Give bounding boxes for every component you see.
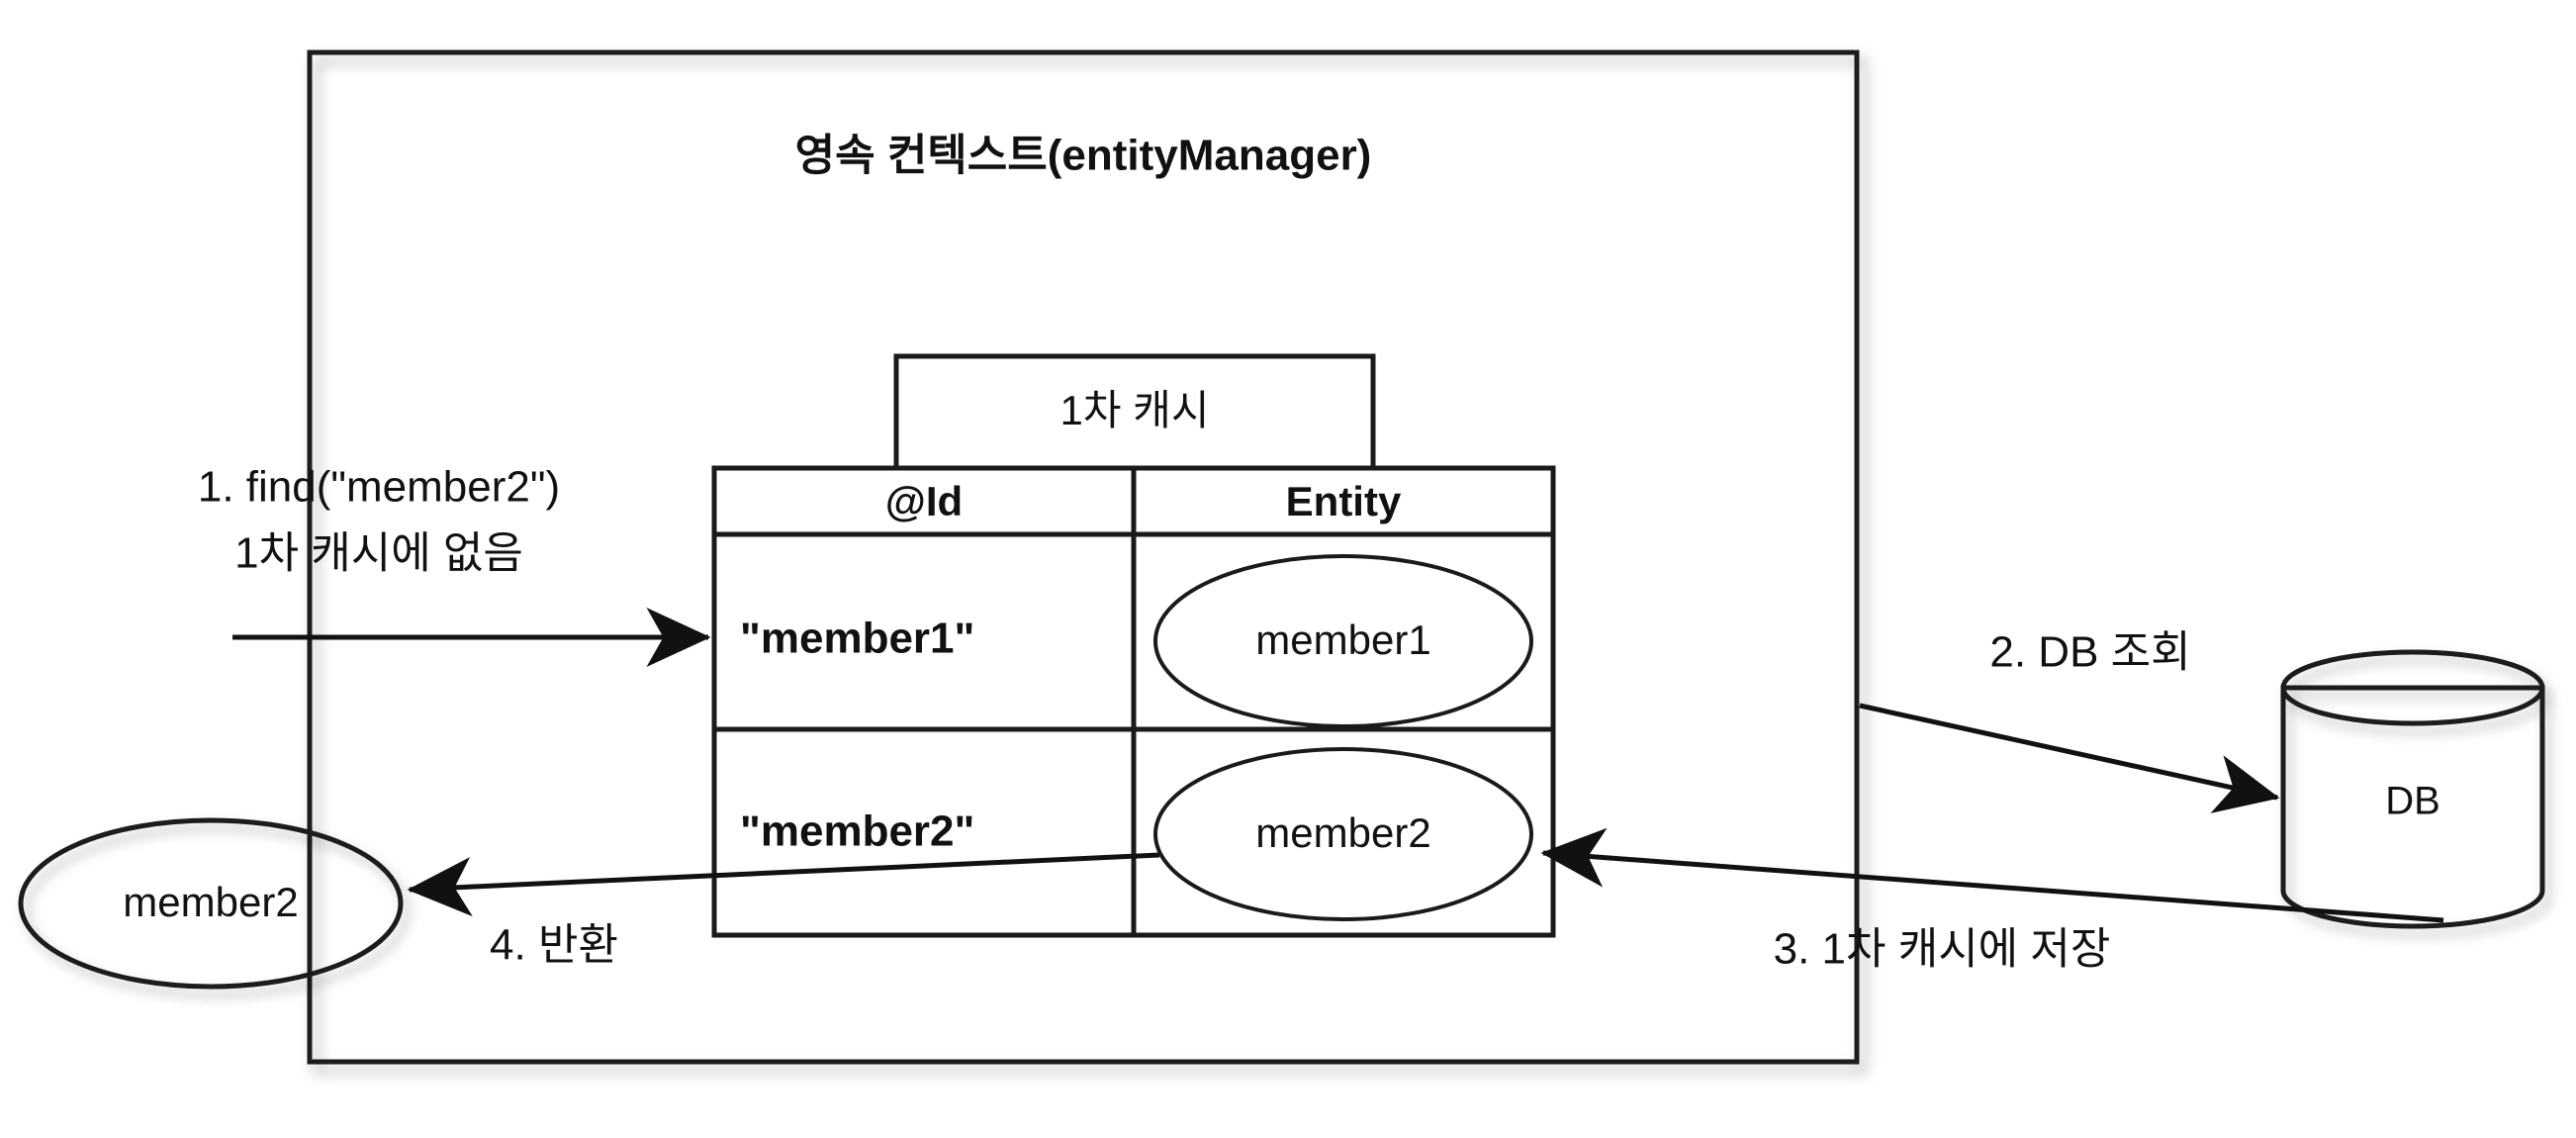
connector-db-to-cache [1540, 827, 2444, 923]
returned-entity-node: member2 [18, 817, 404, 990]
connector-context-to-db [1859, 703, 2280, 813]
column-header-entity: Entity [1286, 478, 1402, 524]
step-3-label: 3. 1차 캐시에 저장 [1774, 925, 2111, 974]
returned-entity-label: member2 [123, 879, 298, 925]
step-2-label: 2. DB 조회 [1989, 628, 2190, 677]
connectors [232, 608, 2444, 923]
cache-label-text: 1차 캐시 [1060, 387, 1210, 433]
db-body [2280, 685, 2545, 929]
persistence-context-title: 영속 컨텍스트(entityManager) [795, 132, 1372, 180]
cache-table-row: "member2" member2 [740, 747, 1533, 921]
cell-id-member2: "member2" [740, 807, 974, 856]
step-1-label-line2: 1차 캐시에 없음 [234, 529, 523, 578]
connector-cache-to-returned [407, 852, 1160, 917]
first-level-cache-table: @Id Entity "member1" member1 "member2" m… [711, 465, 1556, 938]
step-4-label: 4. 반환 [490, 921, 618, 970]
db-top-ellipse [2280, 649, 2545, 726]
returned-entity-ellipse [18, 817, 404, 990]
entity-ellipse-member2 [1153, 747, 1533, 921]
entity-ellipse-member1 [1153, 554, 1533, 728]
entity-label-member1: member1 [1255, 616, 1430, 663]
cell-id-member1: "member1" [740, 615, 974, 663]
cache-table-row: "member1" member1 [740, 554, 1533, 728]
step-annotations: 1. find("member2") 1차 캐시에 없음 2. DB 조회 3.… [198, 463, 2191, 974]
column-header-id: @Id [885, 478, 963, 524]
step-1-label-line1: 1. find("member2") [198, 463, 560, 512]
database-cylinder [2280, 649, 2545, 929]
first-level-cache-label-box: 1차 캐시 [893, 353, 1376, 471]
cache-table-header-row: @Id Entity [885, 478, 1402, 524]
entity-label-member2: member2 [1255, 809, 1430, 856]
persistence-context-container: 영속 컨텍스트(entityManager) [307, 49, 1860, 1065]
persistence-context-box [307, 49, 1860, 1065]
db-label: DB [2385, 780, 2440, 823]
